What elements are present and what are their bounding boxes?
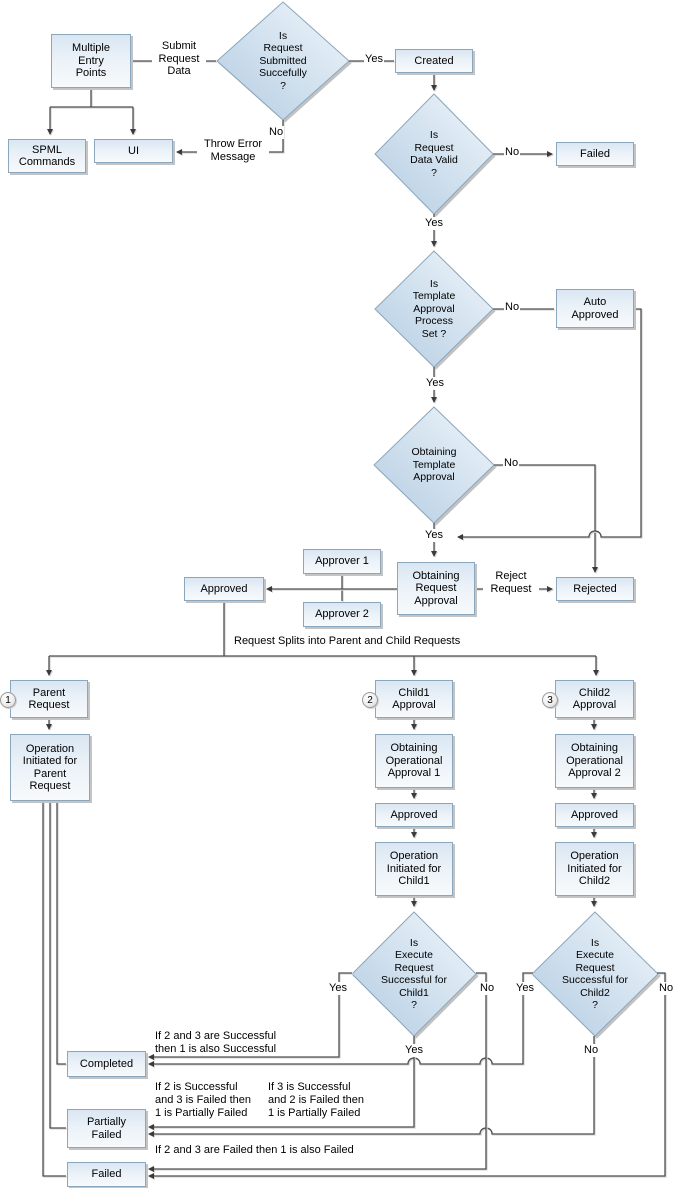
edge-label-no-child2-right: No (658, 982, 675, 995)
edge-label-yes-submitted: Yes (364, 53, 384, 66)
condition-both-failed: If 2 and 3 are Failed then 1 is also Fai… (155, 1144, 354, 1156)
edge-label-yes-template-set: Yes (425, 377, 445, 390)
edge-parent-to-partially-failed (49, 801, 66, 1129)
node-approved-child1: Approved (375, 803, 453, 827)
edge-child1-yes-completed (148, 972, 352, 1060)
decision-is-request-data-valid: Is Request Data Valid ? (410, 129, 458, 179)
node-obtaining-operational-approval-1: Obtaining Operational Approval 1 (375, 734, 453, 788)
node-parent-request: Parent Request (10, 680, 88, 718)
edge-label-throw-error-message: Throw Error Message (197, 138, 269, 163)
step-marker-child1: 2 (362, 692, 378, 708)
node-auto-approved: Auto Approved (556, 289, 634, 328)
node-approved-child2: Approved (555, 803, 634, 827)
edge-autoapproved-merge (457, 308, 642, 540)
decision-is-execute-successful-child2: Is Execute Request Successful for Child2… (562, 936, 628, 1012)
decision-obtaining-template-approval: Obtaining Template Approval (411, 446, 457, 484)
node-obtaining-operational-approval-2: Obtaining Operational Approval 2 (555, 734, 634, 788)
node-approver-1: Approver 1 (303, 549, 381, 574)
decision-is-request-submitted: Is Request Submitted Succefully ? (259, 29, 307, 92)
edge-label-no-submitted: No (268, 126, 285, 139)
node-spml-commands: SPML Commands (8, 139, 86, 173)
node-child1-approval: Child1 Approval (375, 680, 453, 718)
node-created: Created (395, 49, 473, 73)
edge-entry-split (50, 88, 133, 108)
node-operation-initiated-child1: Operation Initiated for Child1 (375, 842, 453, 896)
edge-child2-no-partiallyfailed (148, 1036, 595, 1137)
condition-child1-ok-child2-failed: If 2 is Successful and 3 is Failed then … (155, 1081, 252, 1119)
edge-label-no-template-approval: No (503, 457, 520, 470)
edge-child1-yes-partiallyfailed (148, 1036, 415, 1130)
edge-obtaining-no-rejected (494, 464, 598, 573)
condition-both-successful: If 2 and 3 are Successful then 1 is also… (155, 1030, 277, 1055)
edge-label-no-datavalid: No (504, 146, 521, 159)
edge-label-request-splits: Request Splits into Parent and Child Req… (233, 635, 462, 648)
node-obtaining-request-approval: Obtaining Request Approval (397, 562, 475, 615)
node-rejected: Rejected (556, 577, 634, 601)
edge-child1-no-failed (148, 972, 487, 1172)
edge-label-no-child1-right: No (479, 982, 496, 995)
edge-label-yes-template-approval: Yes (424, 529, 444, 542)
edge-label-yes-child1-bottom: Yes (404, 1044, 424, 1057)
node-approver-2: Approver 2 (303, 602, 381, 627)
step-marker-child2: 3 (542, 692, 558, 708)
decision-shape-is-execute-successful-child2 (531, 911, 659, 1037)
node-operation-initiated-parent: Operation Initiated for Parent Request (10, 734, 90, 801)
step-marker-parent: 1 (0, 692, 16, 708)
edge-parent-to-completed (56, 801, 66, 1065)
edge-label-no-child2-bottom: No (583, 1044, 600, 1057)
node-failed-bottom: Failed (67, 1162, 146, 1187)
node-approved: Approved (184, 577, 264, 601)
edge-parent-to-failed (42, 801, 66, 1177)
node-operation-initiated-child2: Operation Initiated for Child2 (555, 842, 634, 896)
edge-label-reject-request: Reject Request (483, 570, 539, 595)
condition-child2-ok-child1-failed: If 3 is Successful and 2 is Failed then … (268, 1081, 365, 1119)
decision-is-execute-successful-child1: Is Execute Request Successful for Child1… (381, 936, 447, 1012)
edge-label-yes-child1-left: Yes (328, 982, 348, 995)
decision-is-template-approval-process-set: Is Template Approval Process Set ? (412, 277, 456, 340)
node-child2-approval: Child2 Approval (555, 680, 634, 718)
node-completed: Completed (67, 1051, 146, 1077)
edge-child2-yes-completed (148, 972, 533, 1067)
node-multiple-entry-points: Multiple Entry Points (51, 34, 131, 88)
node-partially-failed: Partially Failed (67, 1109, 146, 1148)
edge-child2-no-failed (148, 972, 666, 1179)
edge-split-bar (49, 601, 596, 657)
edge-label-no-template-set: No (504, 301, 521, 314)
node-ui: UI (94, 139, 173, 163)
node-failed-top: Failed (556, 142, 634, 166)
edge-label-submit-request-data: Submit Request Data (152, 40, 206, 78)
edge-label-yes-datavalid: Yes (424, 217, 444, 230)
edge-label-yes-child2-left: Yes (515, 982, 535, 995)
